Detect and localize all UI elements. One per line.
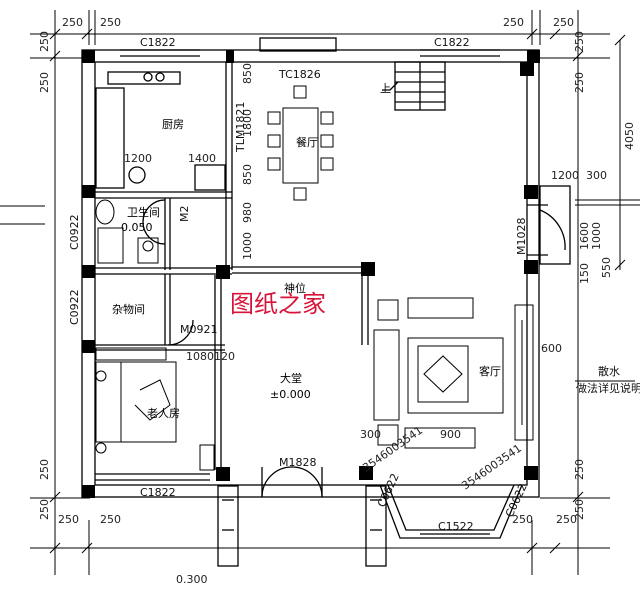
dim-right-col-6: 600	[541, 342, 562, 355]
dim-top-2: 250	[100, 16, 121, 29]
walls	[81, 37, 571, 567]
door-m1028-label: M1028	[515, 218, 528, 256]
dim-left-3: 250	[38, 459, 51, 480]
door-tlm-label: TLM1821	[234, 102, 247, 153]
dim-living-h-2: 900	[440, 428, 461, 441]
dim-right-4: 250	[573, 499, 586, 520]
dim-right-2: 250	[573, 72, 586, 93]
dim-left-4: 250	[38, 499, 51, 520]
watermark: 图纸之家	[230, 290, 326, 318]
room-storage: 杂物间	[112, 302, 145, 316]
door-m2-label: M2	[178, 206, 191, 223]
dim-right-total: 4050	[623, 122, 636, 150]
room-shrine: 神位	[284, 281, 306, 295]
room-elder: 老人房	[147, 407, 180, 420]
room-bathroom: 卫生间	[127, 205, 160, 219]
dim-bottom-3: 250	[512, 513, 533, 526]
dim-top-4: 250	[553, 16, 574, 29]
dim-right-1: 250	[573, 31, 586, 52]
window-c0922-a-label: C0922	[68, 214, 81, 250]
dim-bottom-4: 250	[556, 513, 577, 526]
dining-table	[267, 85, 334, 201]
room-hall-level: ±0.000	[270, 388, 311, 401]
bay-window-label: TC1826	[278, 68, 321, 81]
sofa-set	[373, 297, 534, 449]
bath-fixtures	[95, 199, 159, 264]
dim-right-col-5: 150	[578, 263, 591, 284]
dim-kitchen-h-1: 1200	[124, 152, 152, 165]
dim-bottom-1: 250	[58, 513, 79, 526]
stair-up-label: 上	[380, 82, 391, 95]
dim-kitchen-2: 1800	[241, 109, 254, 137]
window-top-right-label: C1822	[434, 36, 470, 49]
dim-left-1: 250	[38, 31, 51, 52]
dim-right-col-4: 1000	[590, 222, 603, 250]
bed	[95, 347, 215, 471]
dim-right-col-1: 1200	[551, 169, 579, 182]
dim-storage-h-2: 120	[214, 350, 235, 363]
dim-right-3: 250	[573, 459, 586, 480]
window-bay-label: C1522	[438, 520, 474, 533]
dim-top-3: 250	[503, 16, 524, 29]
door-m1828-label: M1828	[279, 456, 317, 469]
ground-level: 0.300	[176, 573, 208, 586]
room-hall: 大堂	[280, 371, 302, 385]
dim-kitchen-3: 850	[241, 164, 254, 185]
window-bay-left-label: C0622	[375, 471, 402, 509]
dim-kitchen-h-2: 1400	[188, 152, 216, 165]
window-top-left-label: C1822	[140, 36, 176, 49]
dim-right-col-7: 550	[600, 257, 613, 278]
door-m0921-label: M0921	[180, 323, 218, 336]
dim-living-h-1: 300	[360, 428, 381, 441]
room-kitchen: 厨房	[162, 118, 184, 131]
room-dining: 餐厅	[296, 135, 318, 149]
window-c0922-b-label: C0922	[68, 289, 81, 325]
dim-right-col-2: 300	[586, 169, 607, 182]
structural-columns	[82, 50, 540, 498]
dim-kitchen-1: 850	[241, 63, 254, 84]
room-bathroom-level: -0.050	[117, 221, 152, 234]
room-living: 客厅	[479, 364, 501, 378]
dimension-lines	[0, 10, 640, 575]
dim-top-1: 250	[62, 16, 83, 29]
dim-storage-h-1: 1080	[186, 350, 214, 363]
drain-note-label: 做法详见说明	[576, 381, 640, 395]
drain-label: 散水	[598, 364, 620, 378]
dim-kitchen-5: 1000	[241, 232, 254, 260]
window-bottom-left-label: C1822	[140, 486, 176, 499]
dim-bottom-2: 250	[100, 513, 121, 526]
dim-kitchen-4: 980	[241, 202, 254, 223]
dim-left-2: 250	[38, 72, 51, 93]
dim-right-col-3: 1600	[578, 222, 591, 250]
